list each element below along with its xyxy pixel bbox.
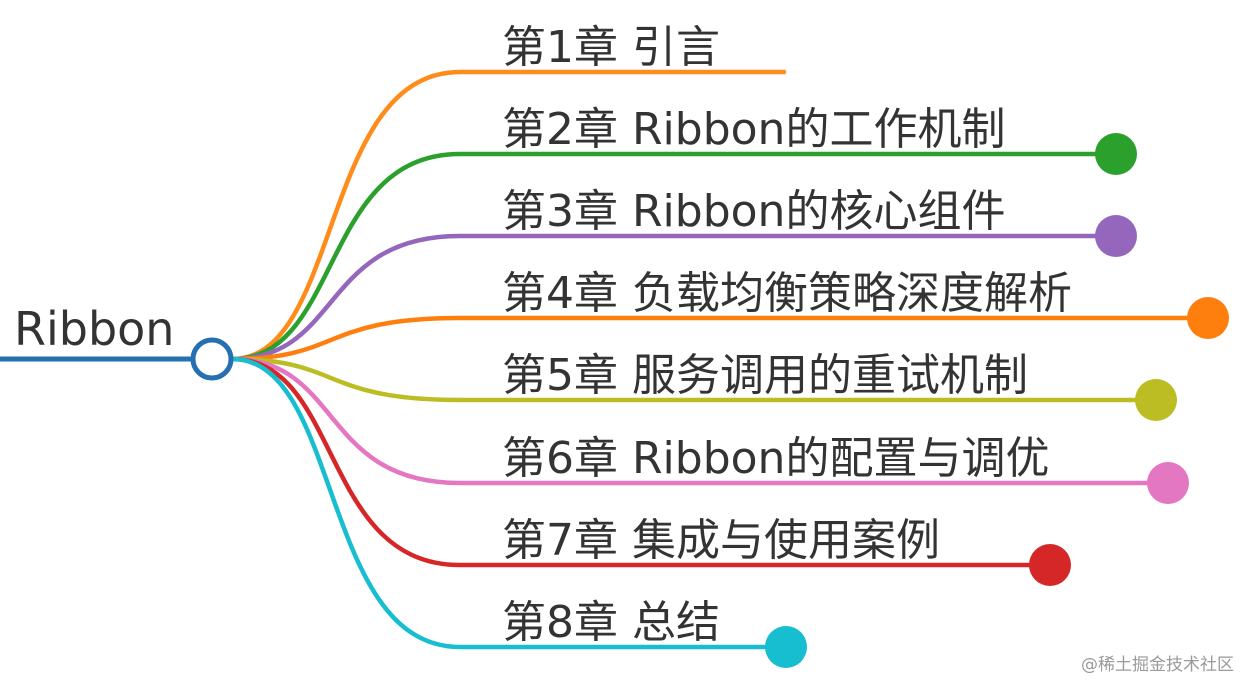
branch-label[interactable]: 第5章 服务调用的重试机制 bbox=[502, 350, 1028, 401]
collapsed-node[interactable] bbox=[1029, 544, 1071, 586]
watermark: @稀土掘金技术社区 bbox=[1081, 655, 1234, 675]
branch-connector bbox=[229, 315, 1211, 362]
branch-label[interactable]: 第1章 引言 bbox=[502, 22, 720, 73]
branch-connector bbox=[229, 356, 1159, 403]
branch-connector bbox=[229, 69, 787, 362]
branch-label[interactable]: 第3章 Ribbon的核心组件 bbox=[502, 186, 1005, 237]
branch-label[interactable]: 第7章 集成与使用案例 bbox=[502, 515, 940, 566]
collapsed-node[interactable] bbox=[1187, 297, 1229, 339]
root-node[interactable] bbox=[190, 337, 234, 381]
branch-label[interactable]: 第4章 负载均衡策略深度解析 bbox=[502, 268, 1072, 319]
collapsed-node[interactable] bbox=[1095, 133, 1137, 175]
branch-connector bbox=[229, 233, 1119, 362]
branch-connector bbox=[229, 356, 1053, 568]
branch-connector bbox=[229, 151, 1119, 362]
branch-connector bbox=[229, 356, 1171, 486]
branch-connector bbox=[229, 356, 789, 650]
root-label: Ribbon bbox=[14, 302, 174, 356]
collapsed-node[interactable] bbox=[765, 626, 807, 668]
collapsed-node[interactable] bbox=[1147, 462, 1189, 504]
branch-label[interactable]: 第8章 总结 bbox=[502, 597, 720, 648]
collapsed-node[interactable] bbox=[1135, 379, 1177, 421]
collapsed-node[interactable] bbox=[1095, 215, 1137, 257]
branch-label[interactable]: 第6章 Ribbon的配置与调优 bbox=[502, 433, 1049, 484]
branch-label[interactable]: 第2章 Ribbon的工作机制 bbox=[502, 104, 1005, 155]
